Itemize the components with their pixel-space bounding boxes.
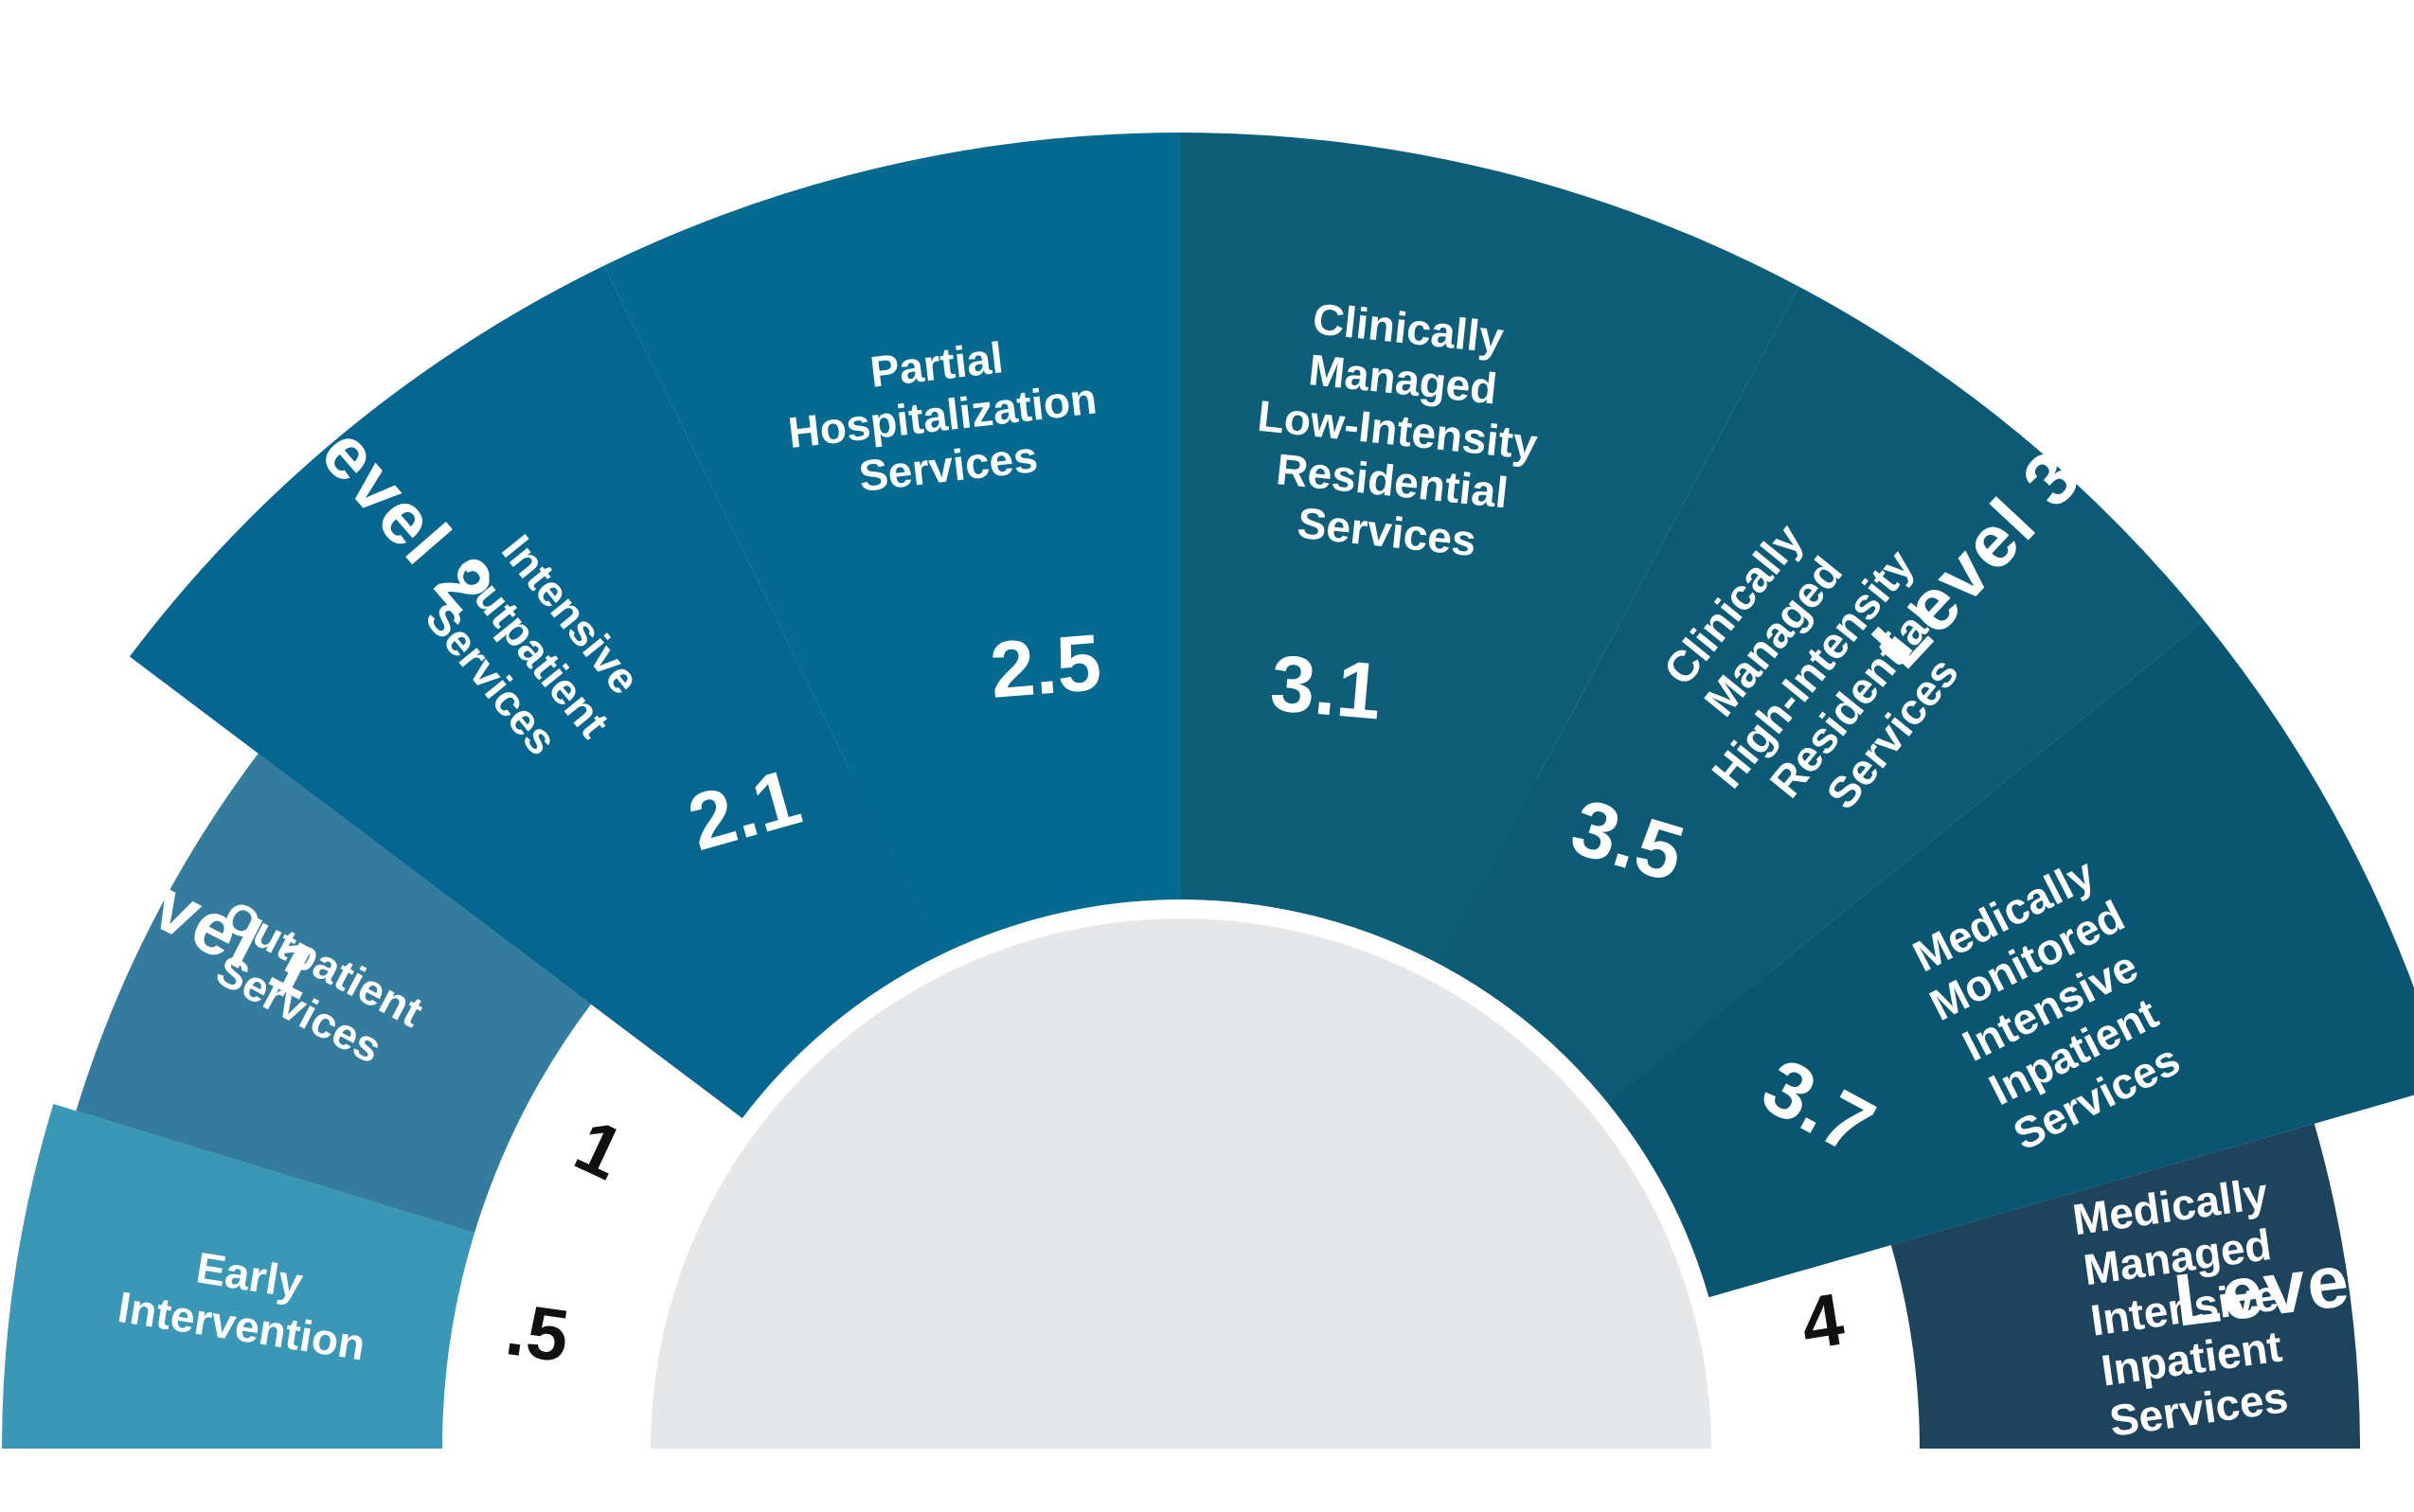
inner-level-early: .5: [501, 1287, 574, 1378]
wedge-inner-l21: [576, 767, 940, 1118]
wedge-l4: [1890, 1123, 2360, 1449]
wedge-inner-l25: [849, 691, 1181, 955]
wedge-inner-l35: [1439, 779, 1770, 1103]
level-code-l25: 2.5: [987, 617, 1104, 715]
wedge-layer: [2, 133, 2414, 1449]
wedge-inner-l37: [1607, 971, 1910, 1298]
center-hub: [651, 918, 1711, 1449]
wedge-l1: [76, 753, 592, 1233]
wedge-inner-l31: [1181, 691, 1537, 964]
wedge-early: [2, 1103, 475, 1449]
level-code-l31: 3.1: [1267, 638, 1385, 737]
